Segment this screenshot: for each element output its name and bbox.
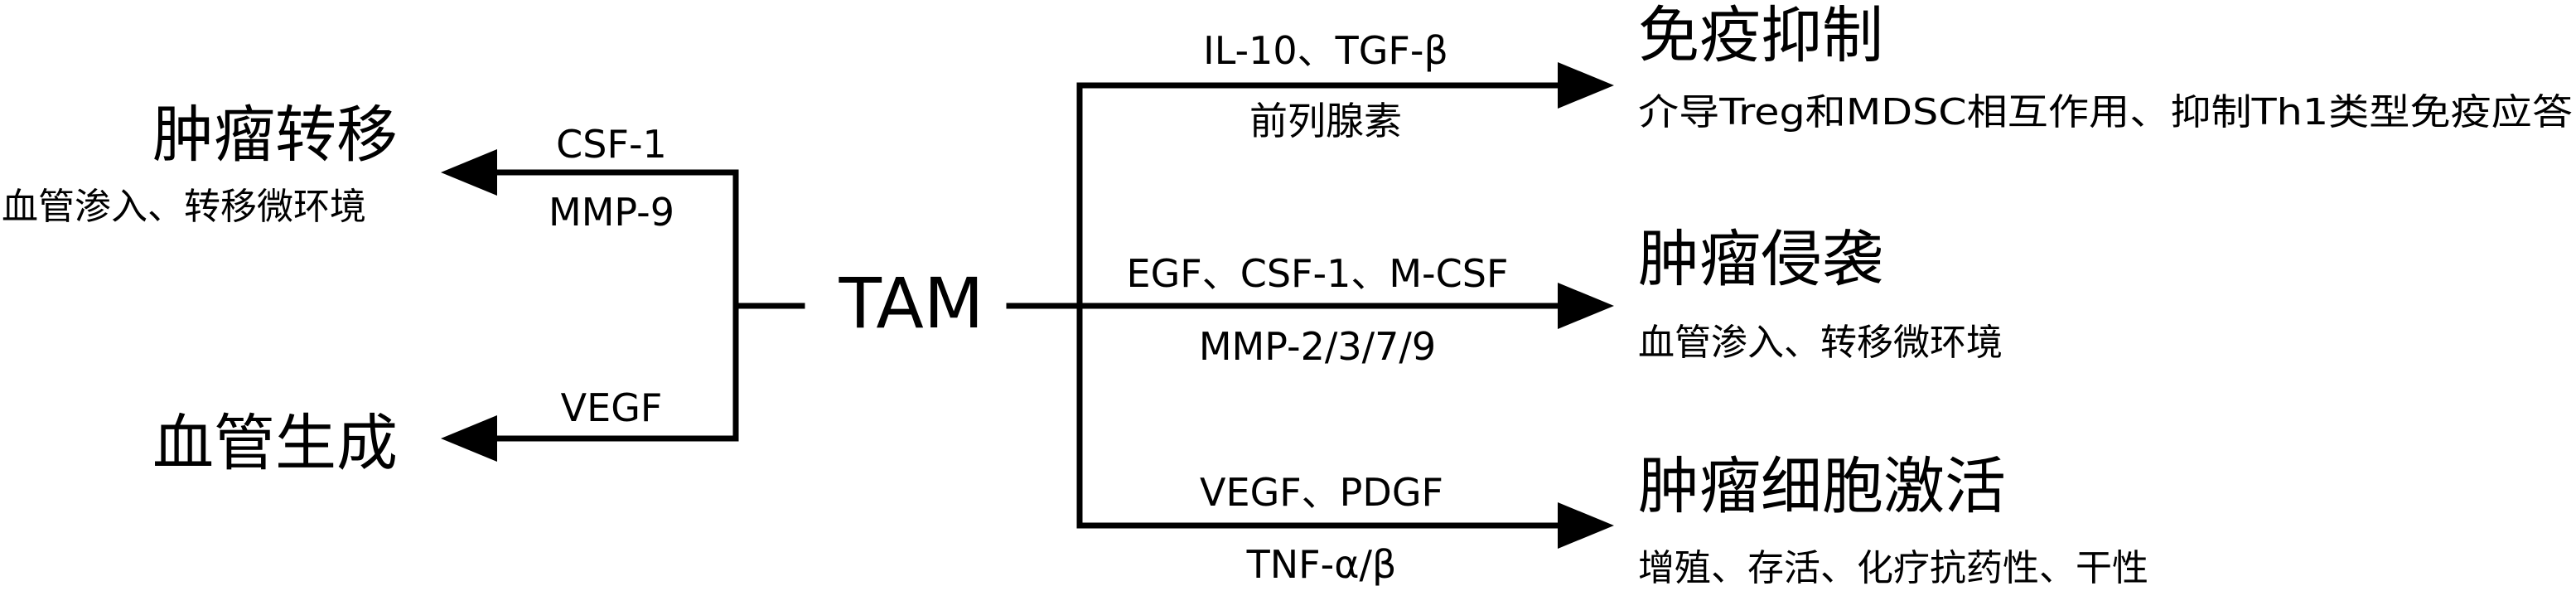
right-branch-2-label-above: EGF、CSF-1、M-CSF: [1127, 251, 1509, 296]
left-branch-1-arrowhead: [441, 149, 497, 196]
right-branch-3-label-below: TNF-α/β: [1246, 542, 1397, 587]
right-branch-3-arrowhead: [1558, 502, 1614, 549]
right-branch-1-arrowhead: [1558, 62, 1614, 109]
right-branch-1-label-below: 前列腺素: [1249, 99, 1402, 143]
left-branch-1-label-below: MMP-9: [549, 190, 674, 235]
left-branch-1-label-above: CSF-1: [556, 122, 667, 167]
right-branch-2-label-below: MMP-2/3/7/9: [1199, 324, 1436, 369]
left-branch-1-subtitle: 血管渗入、转移微环境: [2, 186, 366, 228]
right-branch-3-subtitle: 增殖、存活、化疗抗药性、干性: [1638, 547, 2148, 589]
right-branch-2-subtitle: 血管渗入、转移微环境: [1638, 322, 2003, 364]
left-branch-1-title: 肿瘤转移: [152, 99, 398, 171]
left-branch-2-label-above: VEGF: [561, 385, 663, 430]
left-branch-2-title: 血管生成: [152, 408, 398, 479]
right-branch-3-title: 肿瘤细胞激活: [1638, 451, 2006, 522]
right-branch-2-arrowhead: [1558, 283, 1614, 329]
right-branch-1-subtitle: 介导Treg和MDSC相互作用、抑制Th1类型免疫应答: [1638, 91, 2573, 133]
center-node-label: TAM: [839, 263, 984, 344]
right-branch-1-label-above: IL-10、TGF-β: [1203, 28, 1448, 73]
left-branch-2-arrowhead: [441, 415, 497, 462]
right-branch-1-title: 免疫抑制: [1638, 0, 1883, 71]
right-branch-2-title: 肿瘤侵袭: [1638, 224, 1883, 295]
right-branch-3-label-above: VEGF、PDGF: [1200, 470, 1443, 515]
